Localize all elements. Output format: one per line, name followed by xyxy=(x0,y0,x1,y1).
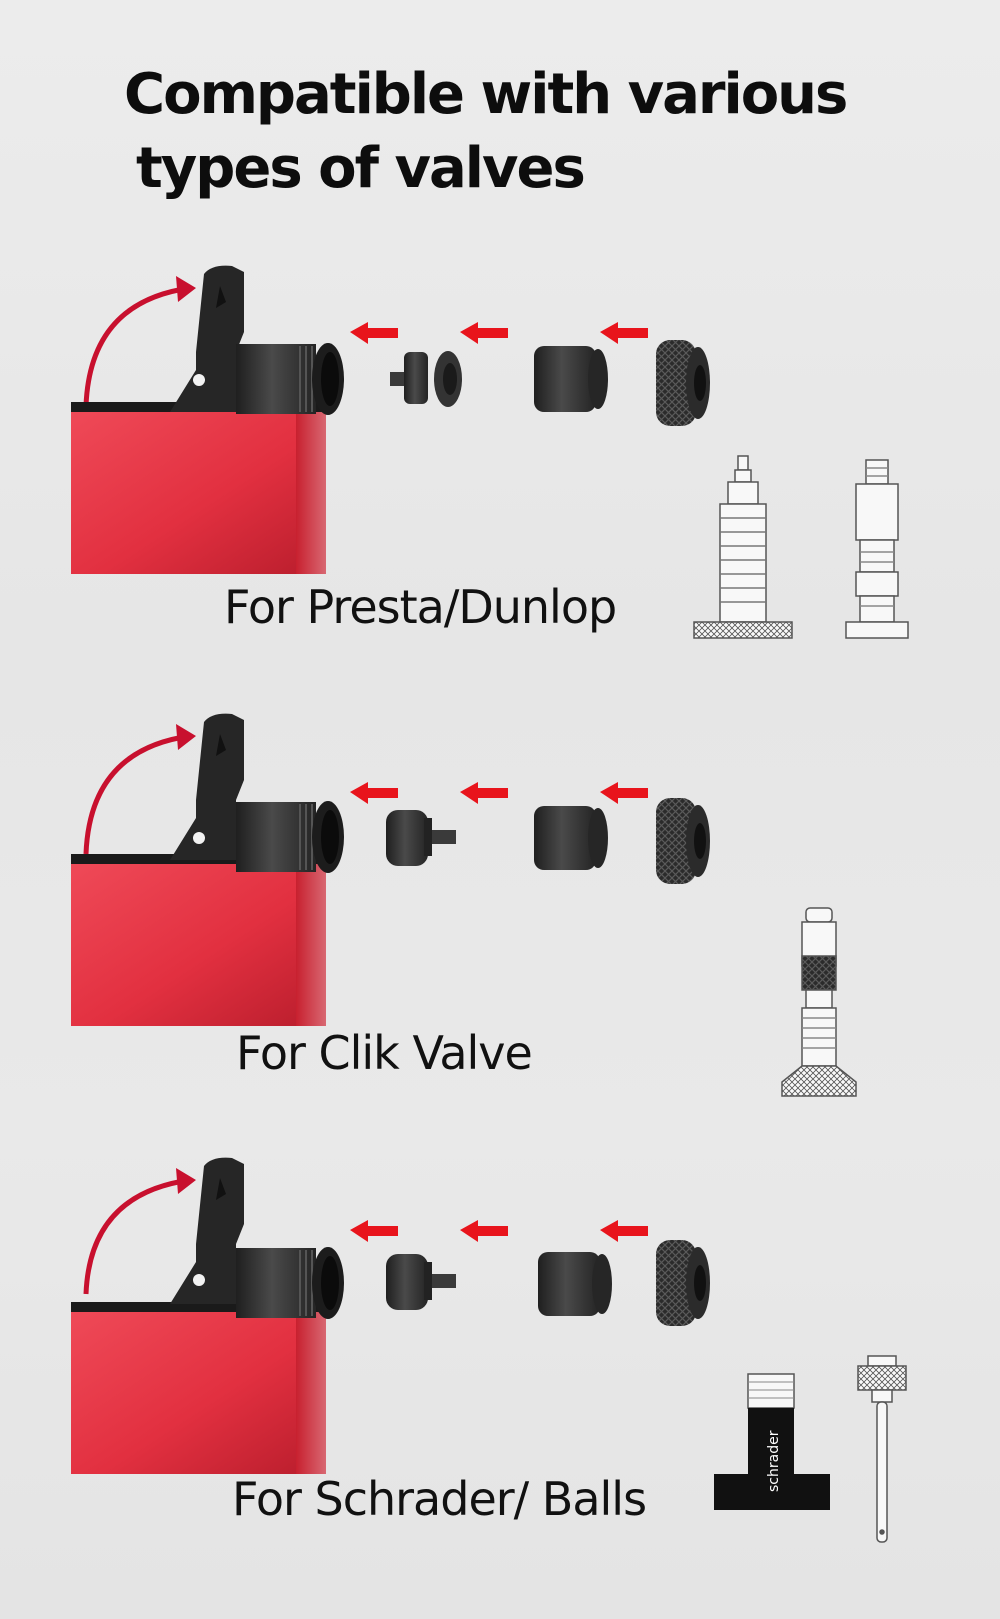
dunlop-valve-icon xyxy=(845,459,909,639)
pump-assembly-diagram xyxy=(71,265,909,639)
lever-curve-arrow-icon xyxy=(83,733,191,855)
pump-body xyxy=(71,408,326,574)
valve-section-clik: For Clik Valve xyxy=(0,710,1000,1140)
insert-arrows xyxy=(350,782,648,804)
lever-curve-arrow-icon xyxy=(83,1177,191,1295)
page-title: Compatible with various types of valves xyxy=(124,58,884,206)
knurled-nut-part xyxy=(656,340,710,426)
sleeve-part xyxy=(534,346,608,412)
section-caption: For Schrader/ Balls xyxy=(232,1472,647,1526)
presta-valve-icon xyxy=(693,455,793,639)
valve-section-schrader: schrader For Schrader/ Balls xyxy=(0,1154,1000,1584)
sleeve-part xyxy=(534,806,608,870)
pump-body xyxy=(71,860,326,1026)
insert-arrows xyxy=(350,1220,648,1242)
lever-curve-arrow-icon xyxy=(83,285,191,407)
knurled-nut-part xyxy=(656,798,710,884)
sleeve-part xyxy=(538,1252,612,1316)
schrader-adapter-label: schrader xyxy=(766,1430,782,1492)
pump-head xyxy=(236,1248,316,1318)
section-caption: For Clik Valve xyxy=(236,1026,533,1080)
insert-arrows xyxy=(350,322,648,344)
valve-section-presta: For Presta/Dunlop xyxy=(0,262,1000,692)
valve-core-part xyxy=(386,1254,456,1310)
valve-core-part xyxy=(386,810,456,866)
schrader-adapter-icon: schrader xyxy=(714,1373,830,1510)
pump-body xyxy=(71,1308,326,1474)
pump-assembly-diagram: schrader xyxy=(71,1157,907,1543)
clik-valve-icon xyxy=(781,907,857,1097)
pump-head xyxy=(236,802,316,872)
knurled-nut-part xyxy=(656,1240,710,1326)
ball-needle-icon xyxy=(857,1355,907,1543)
page-title-line-1: Compatible with various xyxy=(124,62,848,127)
valve-core-part xyxy=(390,351,462,407)
section-caption: For Presta/Dunlop xyxy=(224,580,617,634)
page-title-line-2: types of valves xyxy=(136,136,586,201)
pump-assembly-diagram xyxy=(71,713,857,1097)
pump-head xyxy=(236,344,316,414)
